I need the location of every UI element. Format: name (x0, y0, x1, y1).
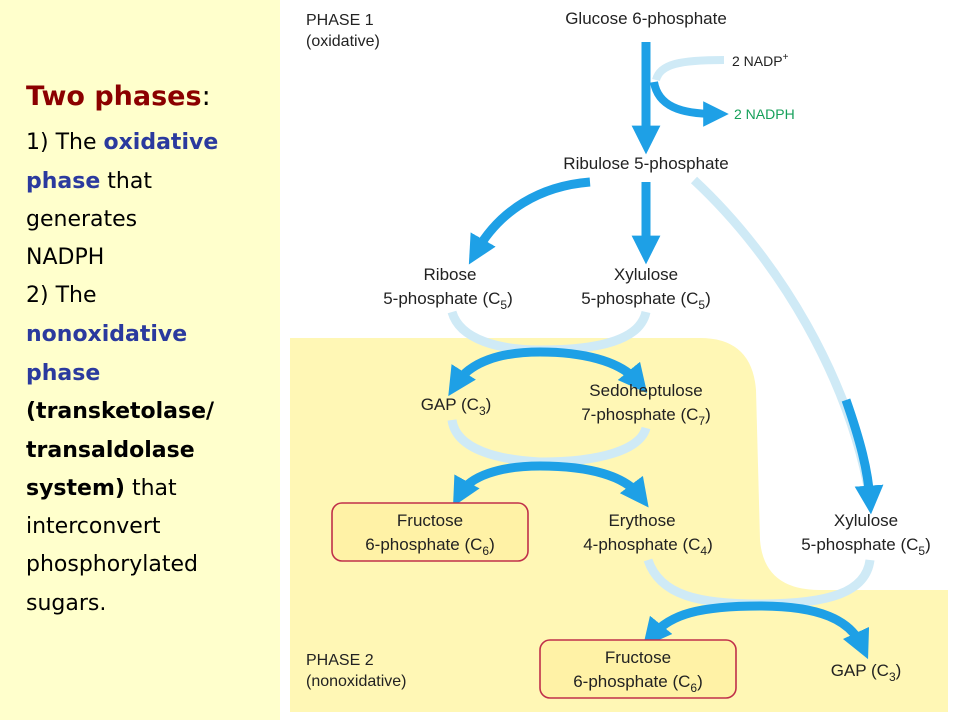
arrow-ta-to-erythose (539, 461, 649, 508)
nadp-in-label: 2 NADP+ (732, 52, 789, 69)
item1-line4: NADPH (26, 245, 105, 270)
item1-highlight-a: oxidative (103, 130, 219, 155)
xylulose-b-label-line2: 5-phosphate (C5) (801, 535, 931, 558)
item2-bold-b: transaldolase (26, 438, 195, 463)
fructose-a-label-line2: 6-phosphate (C6) (365, 535, 495, 558)
xylulose-a-label-line1: Xylulose (614, 265, 678, 284)
item2-bold-a: (transketolase/ (26, 399, 215, 424)
item2-rest-b: interconvert (26, 514, 161, 539)
arrow-tk1-to-sedo (539, 347, 648, 394)
gap-a-label: GAP (C3) (421, 395, 492, 418)
item2-rest-a: that (124, 476, 177, 501)
item2-highlight-b: phase (26, 361, 101, 386)
nadph-out-label: 2 NADPH (734, 106, 795, 122)
item2-line1: 2) The (26, 283, 97, 308)
item1-prefix: 1) The (26, 130, 104, 155)
item1-highlight-b: phase (26, 169, 101, 194)
fructose-a-box (331, 502, 529, 562)
item1-line2: phase that (26, 167, 152, 196)
fructose-b-box (539, 639, 737, 699)
phase2-label-line2: (nonoxidative) (306, 673, 407, 690)
arrow-ribulose-to-ribose (468, 177, 591, 265)
erythose-label-line1: Erythose (608, 511, 675, 530)
arrow-tk1-to-gap (448, 347, 541, 397)
erythose-label-line2: 4-phosphate (C4) (583, 535, 713, 558)
left-text-panel (0, 0, 280, 720)
glucose-6-phosphate-label: Glucose 6-phosphate (565, 9, 727, 28)
arrow-tk2-to-gap (759, 601, 870, 660)
sedo-label-line2: 7-phosphate (C7) (581, 405, 711, 428)
left-title-colon: : (201, 81, 211, 112)
item2-bold-c: system) (26, 476, 125, 501)
item2-highlight-a: nonoxidative (26, 322, 188, 347)
left-title-line: Two phases: (26, 82, 211, 113)
gap-b-label: GAP (C3) (831, 661, 902, 684)
arrow-tk2-to-fructose (642, 601, 761, 648)
xylulose-b-label-line1: Xylulose (834, 511, 898, 530)
item2-line-system: system) that (26, 474, 177, 503)
phase1-label-line2: (oxidative) (306, 33, 380, 50)
fructose-a-label-line1: Fructose (397, 511, 463, 530)
phase2-label-line1: PHASE 2 (306, 652, 374, 669)
arrow-ta-to-fructose (452, 461, 541, 507)
fructose-b-label-line1: Fructose (605, 648, 671, 667)
left-title: Two phases (26, 81, 202, 112)
ribose-label-line1: Ribose (424, 265, 477, 284)
item2-rest-d: sugars. (26, 591, 107, 616)
phase1-label-line1: PHASE 1 (306, 12, 374, 29)
fructose-b-label-line2: 6-phosphate (C6) (573, 672, 703, 695)
arrow-nadp-in (652, 56, 725, 82)
arrow-ribulose-to-xylulose-right (841, 398, 884, 515)
sedo-label-line1: Sedoheptulose (589, 381, 702, 400)
item1-line1: 1) The oxidative (26, 128, 218, 157)
item2-rest-c: phosphorylated (26, 552, 198, 577)
arrow-nadph-out (650, 81, 729, 127)
ribulose-5-phosphate-label: Ribulose 5-phosphate (563, 154, 728, 173)
item1-line3: generates (26, 207, 138, 232)
xylulose-a-label-line2: 5-phosphate (C5) (581, 289, 711, 312)
item1-rest-a: that (100, 169, 152, 194)
ribose-label-line2: 5-phosphate (C5) (383, 289, 513, 312)
